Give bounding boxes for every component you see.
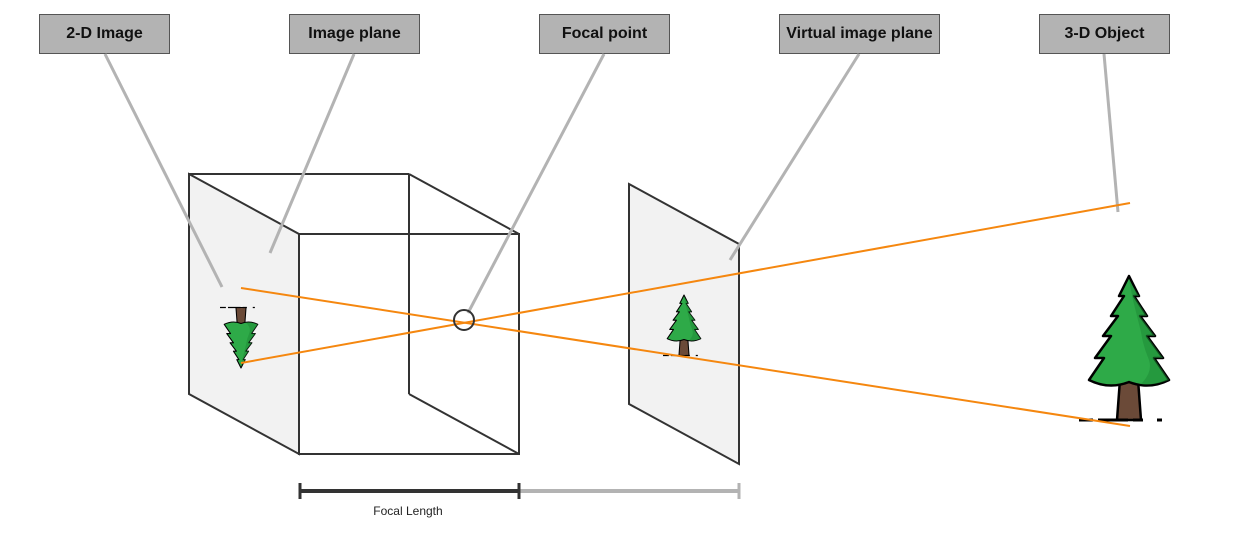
label-virtual-image-plane: Virtual image plane: [779, 14, 940, 54]
3d-tree-icon: [1077, 274, 1181, 422]
label-image-plane: Image plane: [289, 14, 420, 54]
label-3d-object: 3-D Object: [1039, 14, 1170, 54]
label-2d-image: 2-D Image: [39, 14, 170, 54]
focal-length-bar: [298, 483, 741, 499]
focal-point-marker: [453, 309, 475, 331]
leader-lines: [103, 53, 1120, 314]
projection-rays: [240, 202, 1131, 427]
focal-length-label: Focal Length: [373, 504, 442, 518]
label-focal-point: Focal point: [539, 14, 670, 54]
